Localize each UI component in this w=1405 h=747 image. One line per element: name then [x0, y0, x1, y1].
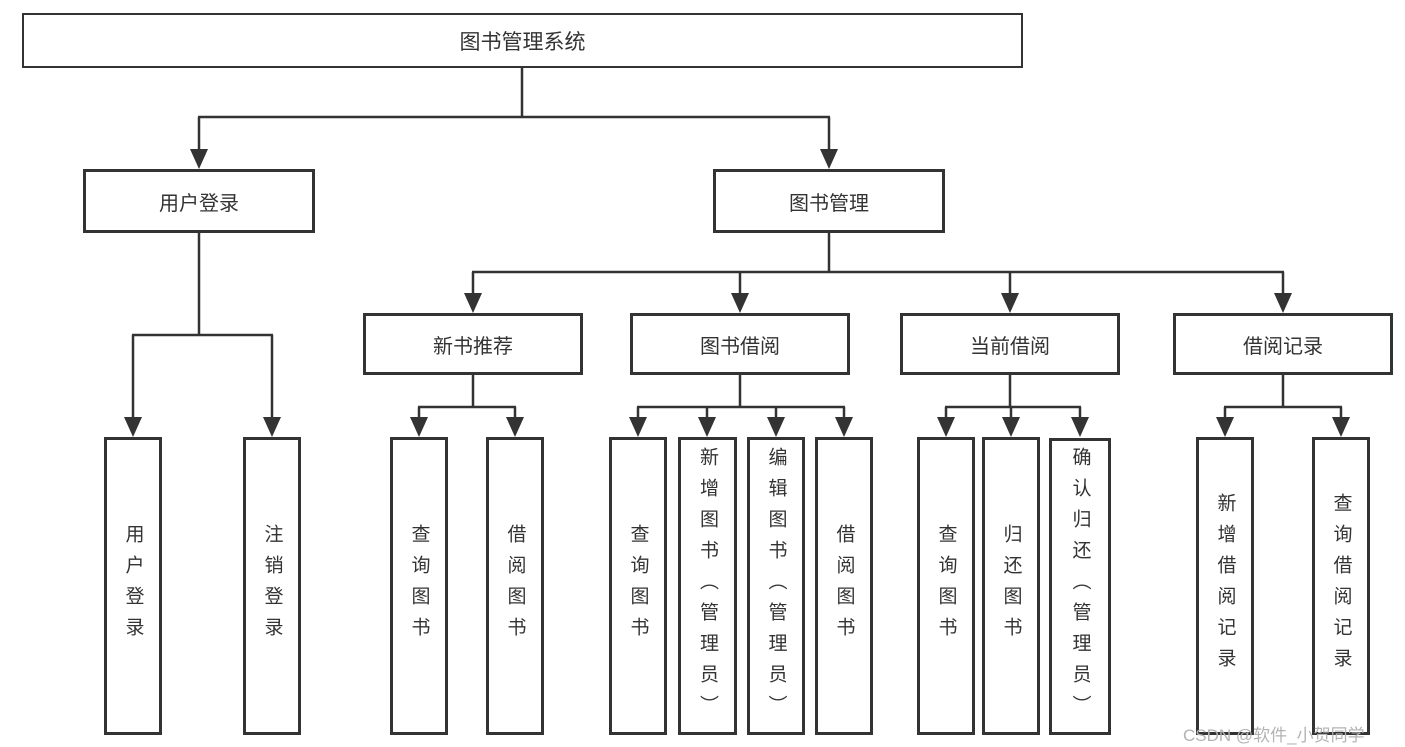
node-label: 注销登录 [261, 524, 283, 648]
node-book-borrow: 图书借阅 [630, 313, 850, 375]
connectors-borrow-records [1216, 375, 1350, 437]
node-label: 查询图书 [935, 524, 957, 648]
node-current-borrow: 当前借阅 [900, 313, 1120, 375]
node-new-book-recommend: 新书推荐 [363, 313, 583, 375]
node-label: 确认归还（管理员） [1069, 447, 1091, 726]
node-label: 用户登录 [122, 524, 144, 648]
node-label: 借阅记录 [1243, 335, 1323, 358]
node-user-login: 用户登录 [83, 169, 315, 233]
node-label: 新增图书（管理员） [697, 446, 718, 726]
node-label: 图书借阅 [700, 335, 780, 358]
node-label: 图书管理系统 [459, 30, 586, 54]
connectors-user-login [124, 233, 281, 437]
node-label: 新增借阅记录 [1214, 493, 1236, 679]
leaf-user-login: 用户登录 [104, 437, 162, 735]
leaf-edit-books-admin: 编辑图书（管理员） [747, 437, 805, 735]
node-label: 查询图书 [627, 524, 649, 648]
leaf-borrow-books-recommend: 借阅图书 [486, 437, 544, 735]
leaf-query-books-borrow: 查询图书 [609, 437, 667, 735]
connectors-book-management [464, 233, 1292, 313]
connectors-root [190, 68, 838, 169]
connectors-current-borrow [937, 375, 1089, 437]
leaf-query-borrow-record: 查询借阅记录 [1312, 437, 1370, 735]
node-book-management: 图书管理 [713, 169, 945, 233]
node-label: 查询图书 [408, 524, 430, 648]
node-label: 图书管理 [789, 192, 869, 215]
connectors-book-borrow [629, 375, 853, 437]
node-library-management-system: 图书管理系统 [22, 13, 1023, 68]
leaf-borrow-books: 借阅图书 [815, 437, 873, 735]
leaf-logout: 注销登录 [243, 437, 301, 735]
node-label: 新书推荐 [433, 335, 513, 358]
leaf-query-books-recommend: 查询图书 [390, 437, 448, 735]
node-borrow-records: 借阅记录 [1173, 313, 1393, 375]
leaf-return-books: 归还图书 [982, 437, 1040, 735]
node-label: 用户登录 [159, 192, 239, 215]
node-label: 编辑图书（管理员） [765, 446, 787, 726]
node-label: 借阅图书 [833, 524, 855, 648]
node-label: 当前借阅 [970, 335, 1050, 358]
leaf-add-borrow-record: 新增借阅记录 [1196, 437, 1254, 735]
leaf-confirm-return-admin: 确认归还（管理员） [1049, 438, 1111, 735]
csdn-watermark: CSDN @软件_小贺同学 [1183, 726, 1365, 745]
node-label: 归还图书 [1000, 524, 1022, 648]
node-label: 查询借阅记录 [1330, 493, 1352, 679]
leaf-query-books-current: 查询图书 [917, 437, 975, 735]
connectors-new-book-recommend [410, 375, 524, 437]
node-label: 借阅图书 [504, 524, 526, 648]
leaf-add-books-admin: 新增图书（管理员） [678, 437, 737, 735]
